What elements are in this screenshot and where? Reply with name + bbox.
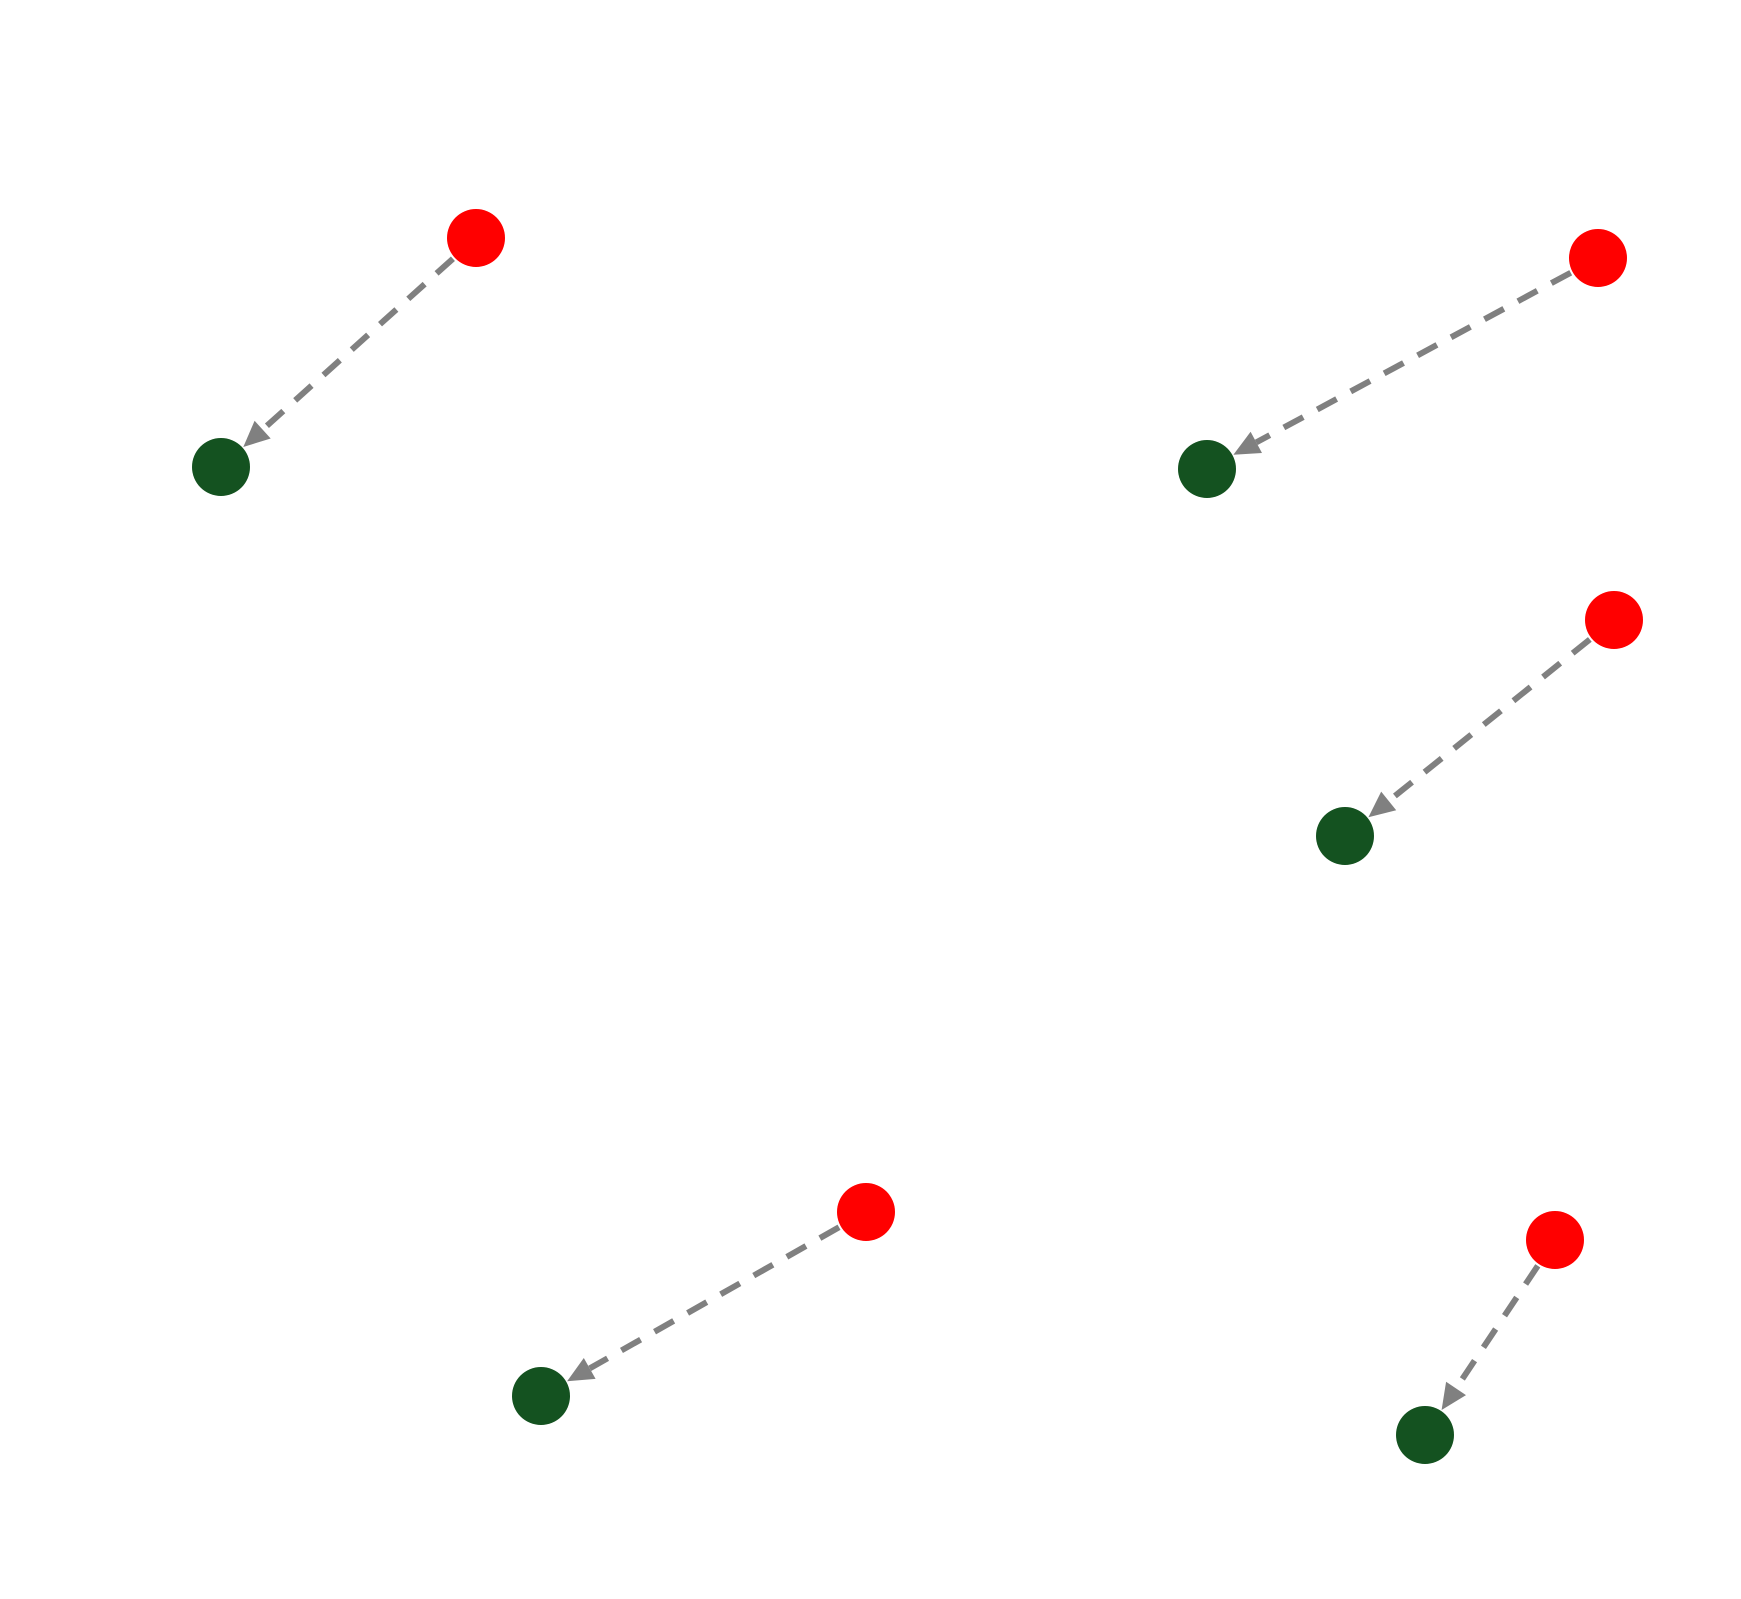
dashed-arrow-edge-4: [588, 1224, 841, 1372]
source-node-2: [1569, 229, 1627, 287]
arrowhead-2: [1233, 431, 1262, 455]
source-node-5: [1526, 1211, 1584, 1269]
target-node-5: [1396, 1406, 1454, 1464]
source-node-1: [447, 209, 505, 267]
source-node-4: [837, 1183, 895, 1241]
nodes-layer: [192, 209, 1643, 1464]
dashed-arrow-edge-5: [1453, 1264, 1541, 1391]
dashed-arrow-edge-1: [260, 256, 455, 432]
source-node-3: [1585, 591, 1643, 649]
dashed-arrow-edge-2: [1254, 270, 1573, 446]
target-node-3: [1316, 807, 1374, 865]
target-node-2: [1178, 440, 1236, 498]
target-node-1: [192, 438, 250, 496]
arrowhead-4: [567, 1358, 596, 1382]
dashed-arrow-edge-3: [1386, 637, 1592, 804]
arrowhead-1: [243, 420, 271, 447]
target-node-4: [512, 1367, 570, 1425]
arrowhead-3: [1368, 791, 1397, 818]
edges-layer: [243, 256, 1592, 1410]
arrowhead-5: [1441, 1381, 1466, 1410]
